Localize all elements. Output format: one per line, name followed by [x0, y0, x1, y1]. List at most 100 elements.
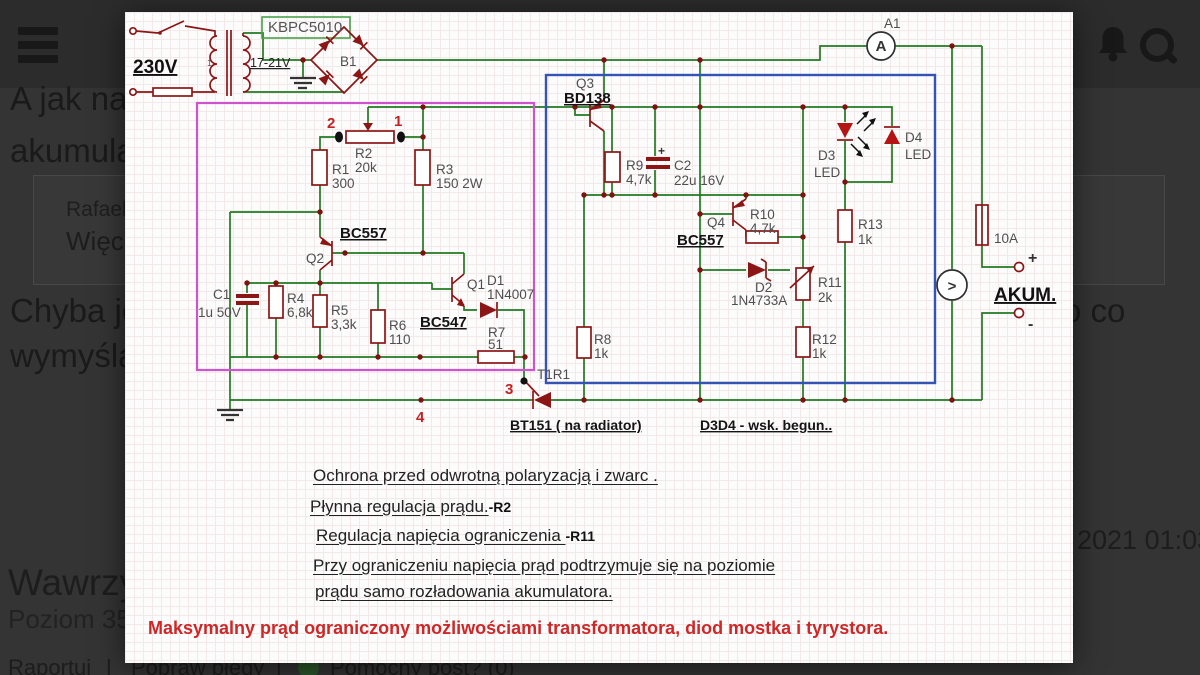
- ground-symbol-top: [290, 76, 316, 90]
- label-230v: 230V: [133, 57, 178, 78]
- label-r1-val: 300: [332, 176, 355, 191]
- transistor-q3: [589, 99, 605, 132]
- potentiometer-r2[interactable]: [335, 123, 405, 144]
- label-pin4: 4: [416, 409, 425, 426]
- label-c1: C1: [213, 287, 230, 302]
- label-r9: R9: [626, 158, 643, 173]
- label-q4: Q4: [707, 215, 726, 230]
- label-d2-val: 1N4733A: [731, 293, 787, 308]
- resistor-r10: [745, 230, 779, 244]
- resistor-r13: [837, 209, 853, 243]
- label-r1: R1: [332, 162, 349, 177]
- resistor-r5: [312, 294, 328, 328]
- search-icon[interactable]: [1138, 28, 1182, 70]
- label-d3: D3: [818, 148, 835, 163]
- transistor-q1: [451, 273, 465, 307]
- mains-fuse: [152, 87, 193, 97]
- quote-author: Rafael: [66, 198, 127, 221]
- label-r3: R3: [436, 162, 453, 177]
- label-q3: Q3: [576, 76, 594, 91]
- label-17-21v: 17-21V: [250, 56, 291, 70]
- primary-winding: [209, 35, 218, 93]
- label-r3-val: 150 2W: [436, 176, 483, 191]
- label-r11-val: 2k: [818, 290, 833, 305]
- label-plus: +: [1028, 250, 1037, 267]
- note-protection: Ochrona przed odwrotną polaryzacją i zwa…: [313, 466, 658, 485]
- label-akum: AKUM.: [994, 285, 1056, 306]
- voltmeter-glyph: >: [948, 278, 957, 295]
- resistor-r6: [370, 309, 386, 344]
- label-kbpc5010: KBPC5010: [268, 19, 342, 36]
- label-d3d4: D3D4 - wsk. begun..: [700, 417, 832, 433]
- note-current-regulation: Płynna regulacja prądu.-R2: [310, 497, 512, 516]
- label-fuse-10a: 10A: [994, 231, 1018, 246]
- label-d1-val: 1N4007: [487, 287, 534, 302]
- post-timestamp: 2021 01:03: [1077, 525, 1200, 555]
- label-t1r1: T1R1: [537, 367, 570, 382]
- resistor-r3: [414, 149, 431, 186]
- zener-d2: [748, 258, 772, 282]
- image-lightbox[interactable]: A >: [125, 12, 1073, 663]
- label-pin3: 3: [505, 381, 513, 398]
- ammeter-a1: [866, 31, 896, 61]
- battery-plus-terminal: [1013, 261, 1025, 273]
- label-r9-val: 4,7k: [626, 172, 652, 187]
- label-bd138: BD138: [564, 90, 611, 107]
- resistor-r4: [268, 285, 284, 319]
- label-pin2: 2: [327, 115, 335, 132]
- battery-minus-terminal: [1013, 307, 1025, 319]
- label-q2: Q2: [306, 251, 324, 266]
- voltage-limiter-box: [544, 73, 937, 385]
- capacitor-c2: [646, 157, 670, 169]
- post-body-line1-right: o co: [1063, 292, 1126, 329]
- label-bt151: BT151 ( na radiator): [510, 417, 641, 433]
- label-d4: D4: [905, 130, 923, 145]
- label-r8-val: 1k: [594, 346, 609, 361]
- led-d4: [884, 126, 900, 144]
- resistor-r9: [604, 151, 621, 183]
- label-winding1: 1: [207, 58, 212, 68]
- label-c1-val: 1u 50V: [198, 305, 241, 320]
- label-d2: D2: [755, 280, 772, 295]
- label-r4: R4: [287, 291, 305, 306]
- voltmeter: [936, 269, 968, 301]
- label-r10-val: 4,7k: [750, 221, 776, 236]
- action-separator2: |: [276, 655, 282, 675]
- potentiometer-r11[interactable]: [789, 265, 815, 301]
- bridge-rectifier-b1: [309, 25, 379, 95]
- post-title-line2: akumula: [10, 132, 135, 169]
- note-voltage-limit: Regulacja napięcia ograniczenia -R11: [316, 526, 596, 545]
- label-c2-plus: +: [658, 144, 665, 158]
- label-r5-val: 3,3k: [331, 317, 357, 332]
- label-r10: R10: [750, 207, 775, 222]
- report-link[interactable]: Raportuj: [8, 655, 92, 675]
- label-bc547: BC547: [420, 314, 467, 331]
- note-hold-current-line1: Przy ograniczeniu napięcia prąd podtrzym…: [313, 556, 776, 575]
- menu-icon[interactable]: [18, 27, 58, 63]
- charger-schematic: A >: [128, 16, 1056, 433]
- note-hold-current-line2: prądu samo rozładowania akumulatora.: [315, 582, 613, 601]
- notifications-bell-icon[interactable]: [1094, 24, 1132, 68]
- label-r13: R13: [858, 217, 883, 232]
- quote-expand-link[interactable]: Więc: [66, 226, 124, 256]
- label-d4-led: LED: [905, 147, 932, 162]
- led-d3: [837, 123, 853, 141]
- resistor-r12: [795, 326, 811, 358]
- label-r5: R5: [331, 303, 348, 318]
- label-r12: R12: [812, 332, 837, 347]
- post-title-line1: A jak na: [10, 80, 128, 117]
- thyristor-bt151: [520, 377, 551, 409]
- capacitor-c1: [236, 294, 259, 305]
- fuse-10a: [975, 204, 989, 246]
- label-r11: R11: [818, 275, 842, 290]
- label-r8: R8: [594, 332, 611, 347]
- resistor-r7: [477, 350, 515, 364]
- label-c2-val: 22u 16V: [674, 173, 724, 188]
- label-d3-led: LED: [814, 165, 841, 180]
- label-r4-val: 6,8k: [287, 305, 313, 320]
- label-r6-val: 110: [389, 332, 411, 347]
- label-q1: Q1: [467, 277, 485, 292]
- transformer-core: [226, 30, 232, 96]
- label-r6: R6: [389, 318, 406, 333]
- junction-dots: [244, 43, 955, 403]
